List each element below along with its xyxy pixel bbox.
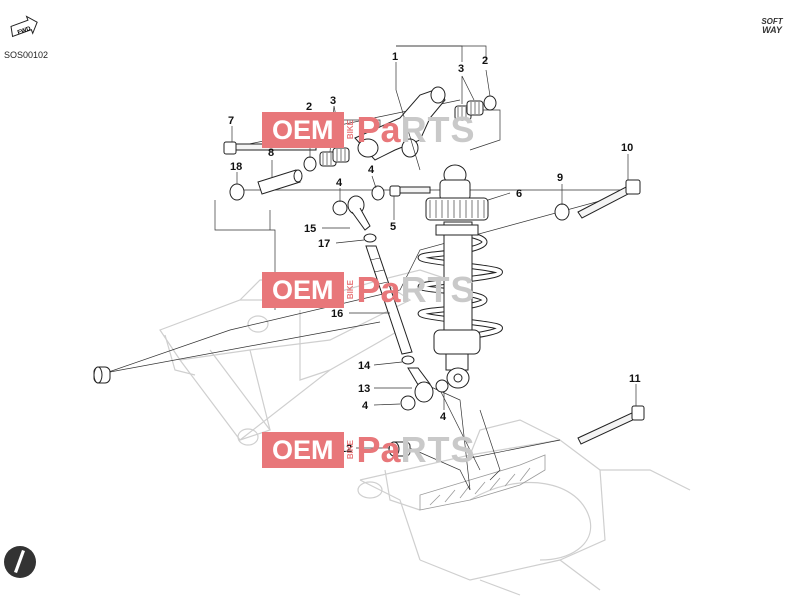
callout-2b: 2 xyxy=(482,55,488,67)
watermark-middle: OEM BIKE P a RTS xyxy=(262,269,476,310)
washer-9 xyxy=(554,203,570,221)
callout-8: 8 xyxy=(268,147,274,159)
diagram-code: SOS00102 xyxy=(4,50,49,60)
watermark-oem: OEM xyxy=(262,112,344,148)
bushing-4-lower-right xyxy=(435,379,449,393)
bushing-4-lower-left xyxy=(400,395,416,411)
callout-16: 16 xyxy=(331,308,343,320)
watermark-a: a xyxy=(380,109,401,150)
callout-7: 7 xyxy=(228,115,234,127)
callout-4a: 4 xyxy=(336,177,343,189)
watermark-bike: BIKE xyxy=(345,280,355,300)
brand-line1: SOFT xyxy=(761,17,783,26)
bolt-5 xyxy=(389,185,431,197)
watermark-rts: RTS xyxy=(400,109,476,150)
watermark-rts: RTS xyxy=(400,429,476,470)
swingarm-outline xyxy=(357,419,691,596)
washer-18 xyxy=(229,183,245,201)
callout-11: 11 xyxy=(629,373,641,385)
watermark-p: P xyxy=(356,429,381,470)
needle-bearings-right xyxy=(454,100,484,121)
bolt-11 xyxy=(577,405,645,445)
needle-bearings-left xyxy=(319,147,350,167)
fwd-label: FWD xyxy=(17,26,33,37)
hatched-bracket xyxy=(419,454,546,511)
watermark-p: P xyxy=(356,269,381,310)
bushing-4-right xyxy=(371,185,385,201)
watermark-rts: RTS xyxy=(400,269,476,310)
callout-4d: 4 xyxy=(440,411,447,423)
callout-9: 9 xyxy=(557,172,563,184)
adjust-rod-16 xyxy=(365,245,413,355)
callout-14: 14 xyxy=(358,360,371,372)
washer-2-left xyxy=(303,156,317,172)
shock-absorber-6 xyxy=(417,164,504,389)
callout-4c: 4 xyxy=(362,400,369,412)
callout-18: 18 xyxy=(230,161,242,173)
frame-bushing xyxy=(93,366,111,384)
nut-17 xyxy=(363,233,377,243)
brand-logo: SOFT WAY xyxy=(750,17,794,35)
watermark-oem: OEM xyxy=(262,432,344,468)
watermark-a: a xyxy=(380,429,401,470)
rocker-link xyxy=(354,86,446,161)
callout-3a: 3 xyxy=(330,95,336,107)
callout-1: 1 xyxy=(392,51,398,63)
frame-outline xyxy=(159,269,451,446)
callout-4b: 4 xyxy=(368,164,375,176)
watermark-bike: BIKE xyxy=(345,440,355,460)
washer-2-right xyxy=(483,95,497,111)
watermark-a: a xyxy=(380,269,401,310)
brand-line2: WAY xyxy=(762,25,782,35)
rod-end-13 xyxy=(407,367,434,403)
watermark-oem: OEM xyxy=(262,272,344,308)
watermark-p: P xyxy=(356,109,381,150)
callout-labels: 1 2 3 3 2 7 8 18 4 4 5 6 9 10 15 17 16 1… xyxy=(228,51,641,455)
bushing-4-left xyxy=(332,200,348,216)
callout-3b: 3 xyxy=(458,63,464,75)
nut-14 xyxy=(401,355,415,365)
page-corner-disc-icon xyxy=(4,546,36,578)
watermark-bike: BIKE xyxy=(345,120,355,140)
callout-13: 13 xyxy=(358,383,370,395)
callout-17: 17 xyxy=(318,238,330,250)
watermark-top: OEM BIKE P a RTS xyxy=(262,109,476,150)
bolt-10 xyxy=(577,179,641,219)
callout-2a: 2 xyxy=(306,101,312,113)
bushing-12 xyxy=(388,441,411,457)
callout-10: 10 xyxy=(621,142,633,154)
watermark-bottom: OEM BIKE P a RTS xyxy=(262,429,476,470)
rod-end-15 xyxy=(347,195,371,231)
callout-5: 5 xyxy=(390,221,396,233)
callout-6: 6 xyxy=(516,188,522,200)
fwd-arrow-icon: FWD xyxy=(10,15,38,38)
callout-15: 15 xyxy=(304,223,316,235)
spacer-8 xyxy=(257,169,303,195)
